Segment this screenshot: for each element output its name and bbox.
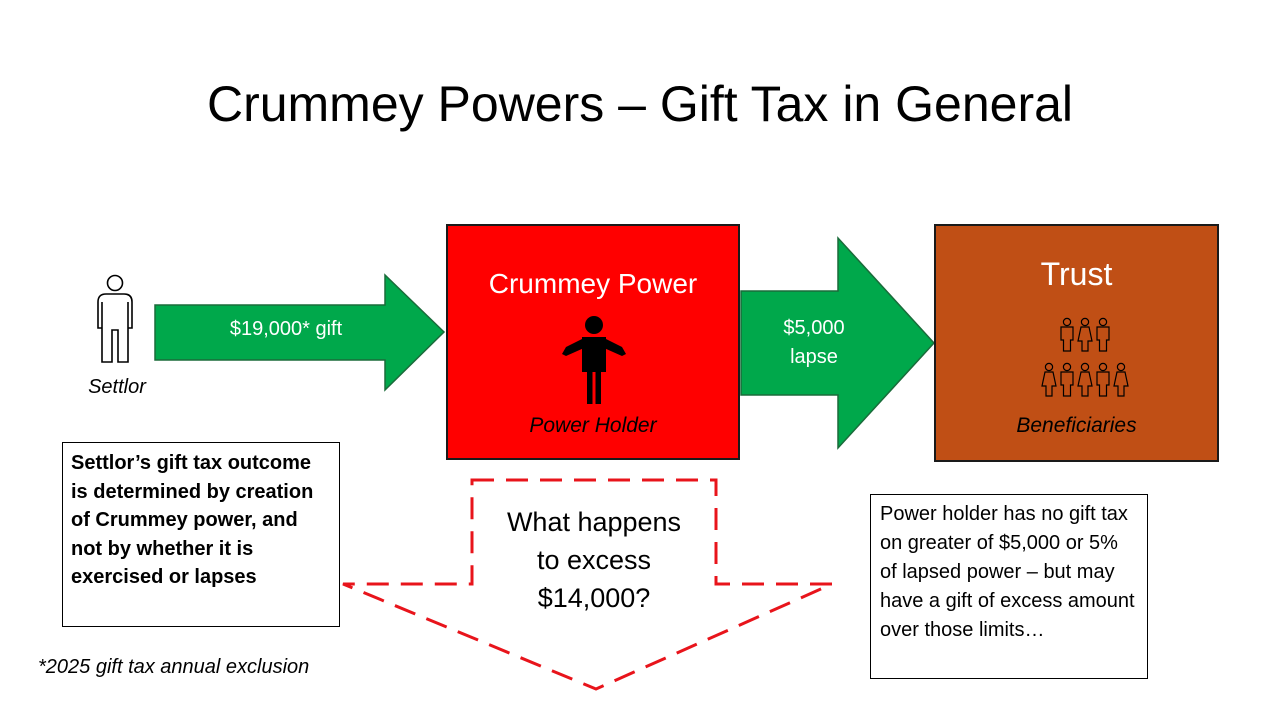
lapse-word: lapse xyxy=(790,346,838,368)
group-of-people-icon xyxy=(1041,317,1129,397)
beneficiary-person-icon xyxy=(1096,317,1110,352)
gift-arrow-label: $19,000* gift xyxy=(229,318,343,340)
page-title: Crummey Powers – Gift Tax in General xyxy=(206,76,1074,132)
lapse-arrow-label: $5,000 lapse xyxy=(746,314,882,372)
trust-box xyxy=(934,224,1219,462)
power-holder-note-box: Power holder has no gift tax on greater … xyxy=(870,494,1148,679)
crummey-power-title: Crummey Power xyxy=(488,268,698,299)
person-outline-icon xyxy=(97,274,133,363)
question-line-1: What happens xyxy=(506,507,682,537)
settlor-label: Settlor xyxy=(88,376,146,398)
person-shrug-icon xyxy=(562,316,626,404)
settlor-note-box: Settlor’s gift tax outcome is determined… xyxy=(62,442,340,627)
beneficiary-person-icon xyxy=(1041,362,1057,397)
trust-box-fill xyxy=(935,225,1218,461)
question-line-2: to excess xyxy=(536,545,652,575)
beneficiary-person-icon xyxy=(1096,362,1110,397)
gift-arrow xyxy=(154,273,446,392)
footnote: *2025 gift tax annual exclusion xyxy=(38,656,310,678)
lapse-amount: $5,000 xyxy=(783,317,845,339)
power-holder-label: Power Holder xyxy=(529,414,657,437)
beneficiary-person-icon xyxy=(1077,362,1093,397)
beneficiary-person-icon xyxy=(1077,317,1093,352)
beneficiaries-label: Beneficiaries xyxy=(1016,414,1137,437)
trust-title: Trust xyxy=(1040,256,1113,292)
beneficiary-person-icon xyxy=(1060,317,1074,352)
crummey-power-box xyxy=(446,224,740,460)
beneficiary-person-icon xyxy=(1113,362,1129,397)
beneficiary-person-icon xyxy=(1060,362,1074,397)
question-line-3: $14,000? xyxy=(537,583,651,613)
lapse-arrow xyxy=(740,236,936,450)
question-dashed-arrow xyxy=(342,478,833,691)
question-text: What happens to excess $14,000? xyxy=(478,503,710,617)
